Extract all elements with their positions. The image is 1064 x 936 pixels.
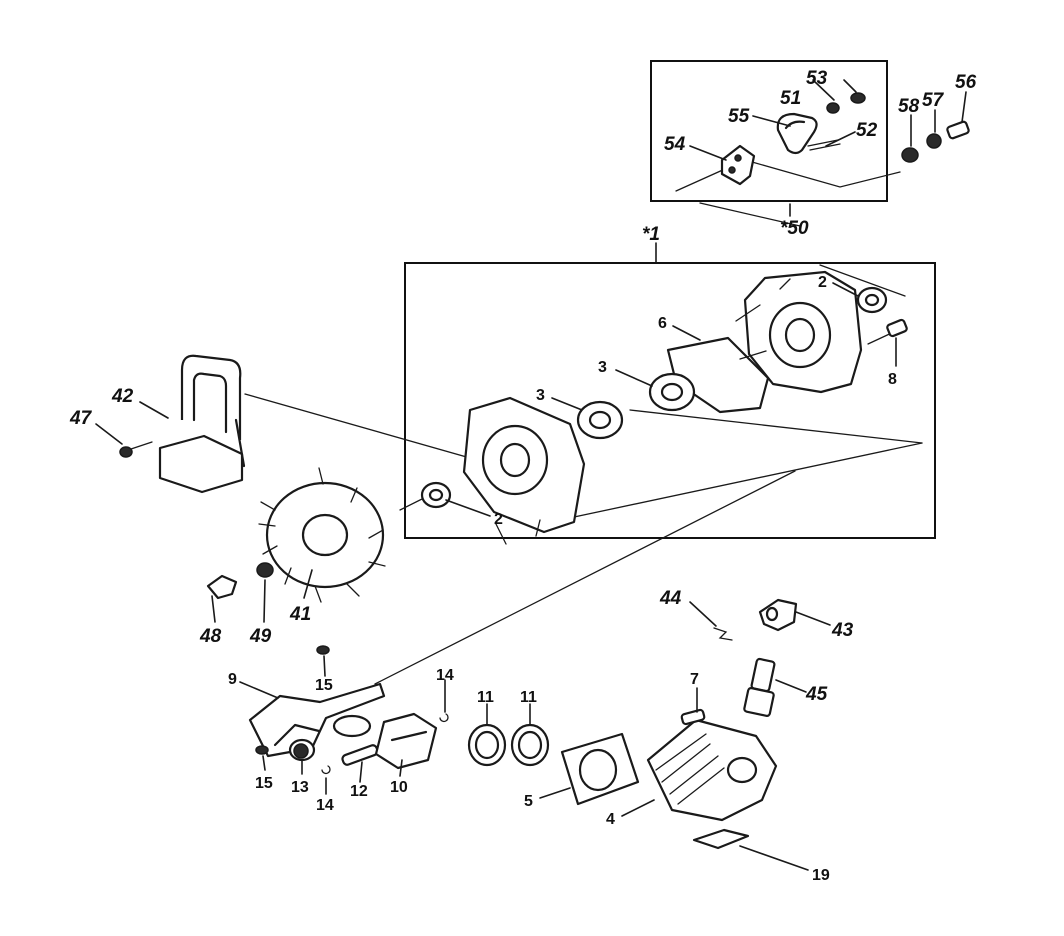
label-7: 7 <box>690 671 699 688</box>
flywheel-part <box>258 467 386 603</box>
label-47: 47 <box>69 408 93 429</box>
cap-spring-part <box>713 627 733 641</box>
spark-plug-cap-part <box>758 598 798 632</box>
label-53: 53 <box>806 68 828 89</box>
flywheel-nut-washer <box>206 562 274 600</box>
label-8: 8 <box>888 371 897 388</box>
label-44: 44 <box>659 588 682 609</box>
label-11-right: 11 <box>520 689 537 706</box>
callout-labels: 53 51 55 52 54 58 57 56 *50 *1 2 6 8 3 3… <box>69 68 977 884</box>
label-4: 4 <box>606 811 615 828</box>
label-55: 55 <box>728 106 750 127</box>
label-50: *50 <box>780 218 809 239</box>
label-42: 42 <box>111 386 134 407</box>
cylinder-part <box>646 718 778 822</box>
muffler-bracket-part <box>720 144 756 186</box>
crankcase-group-box <box>404 262 936 539</box>
cylinder-gasket-part <box>560 732 640 806</box>
label-5: 5 <box>524 793 533 810</box>
label-11-left: 11 <box>477 689 494 706</box>
label-48: 48 <box>199 626 222 647</box>
ignition-coil-part <box>158 354 246 494</box>
label-2-lower: 2 <box>494 511 503 528</box>
label-2-upper: 2 <box>818 274 827 291</box>
label-3-lower: 3 <box>536 387 545 404</box>
exhaust-gasket-part <box>692 828 750 850</box>
label-41: 41 <box>289 604 311 625</box>
bearings <box>420 286 888 509</box>
label-10: 10 <box>390 779 408 796</box>
crankshaft-part <box>248 645 449 775</box>
label-13: 13 <box>291 779 309 796</box>
label-57: 57 <box>922 90 945 111</box>
leader-lines <box>95 79 967 871</box>
muffler-screws <box>807 92 970 163</box>
crankcase-right-half <box>735 270 863 394</box>
label-45: 45 <box>805 684 828 705</box>
label-15-lower: 15 <box>255 775 273 792</box>
label-1: *1 <box>642 224 660 245</box>
label-56: 56 <box>955 72 977 93</box>
label-15-upper: 15 <box>315 677 333 694</box>
coil-screw <box>119 441 153 458</box>
label-52: 52 <box>856 120 878 141</box>
label-43: 43 <box>831 620 854 641</box>
muffler-cover-part <box>776 112 818 155</box>
label-51: 51 <box>780 88 801 109</box>
spark-plug-part <box>743 657 776 717</box>
crankcase-left-half <box>462 396 586 545</box>
label-19: 19 <box>812 867 830 884</box>
cylinder-bolt <box>680 708 706 726</box>
label-58: 58 <box>898 96 920 117</box>
label-9: 9 <box>228 671 237 688</box>
label-14-lower: 14 <box>316 797 334 814</box>
muffler-group-box <box>650 60 888 202</box>
label-14-upper: 14 <box>436 667 454 684</box>
label-54: 54 <box>664 134 686 155</box>
piston-rings <box>467 723 550 767</box>
label-6: 6 <box>658 315 667 332</box>
piston-part <box>374 712 438 770</box>
crankcase-bolt <box>867 318 908 345</box>
label-49: 49 <box>249 626 272 647</box>
label-3-upper: 3 <box>598 359 607 376</box>
label-12: 12 <box>350 783 368 800</box>
